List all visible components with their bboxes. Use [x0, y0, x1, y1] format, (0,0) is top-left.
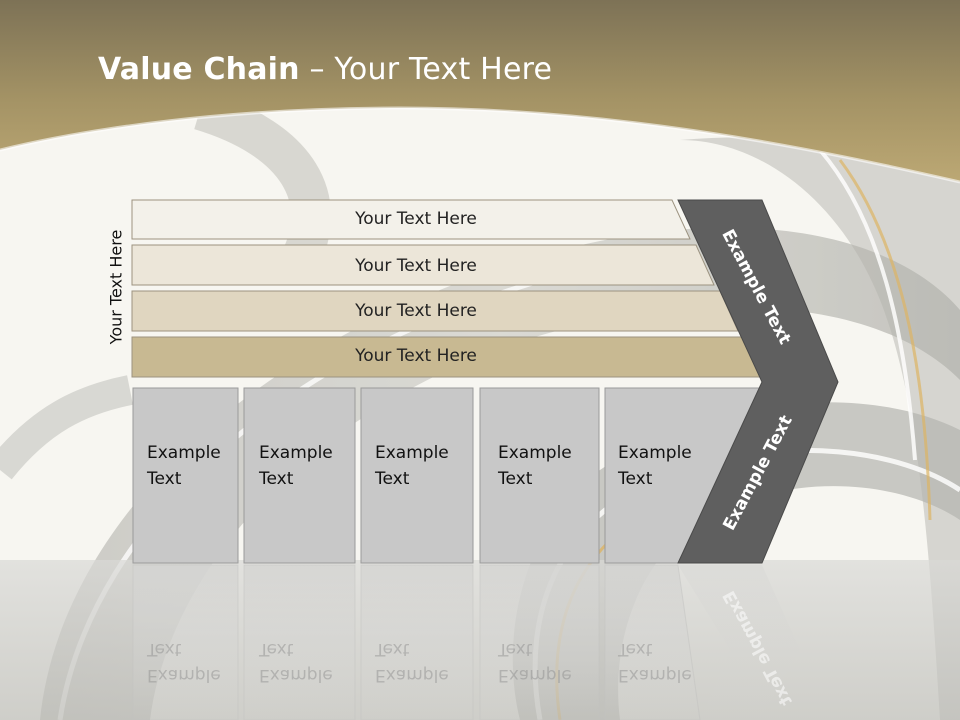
slide-title: Value Chain – Your Text Here — [98, 52, 552, 87]
box-reflection-line1: Example — [498, 665, 572, 685]
box-label-line1: Example — [618, 443, 692, 463]
box-label-line2: Text — [147, 469, 182, 489]
box-reflection-line2: Text — [147, 639, 182, 659]
box-label-line1: Example — [498, 443, 572, 463]
box-label-reflection: Example Text — [618, 636, 718, 688]
example-box-reflection — [360, 564, 474, 720]
side-label: Your Text Here — [106, 229, 126, 345]
reflection-group — [132, 564, 701, 720]
box-label-line2: Text — [498, 469, 533, 489]
box-label-line2: Text — [375, 469, 410, 489]
slide-title-rest: – Your Text Here — [299, 52, 553, 87]
box-reflection-line1: Example — [375, 665, 449, 685]
example-box-reflection — [243, 564, 356, 720]
box-reflection-line2: Text — [259, 639, 294, 659]
example-box-reflection — [479, 564, 600, 720]
example-box — [479, 387, 600, 564]
value-chain-bar — [131, 199, 691, 240]
box-label-reflection: Example Text — [498, 636, 598, 688]
example-box-reflection — [604, 564, 701, 720]
bar-label: Your Text Here — [355, 301, 477, 321]
box-reflection-line1: Example — [147, 665, 221, 685]
bar-label: Your Text Here — [355, 256, 477, 276]
example-box-reflection — [132, 564, 239, 720]
bar-label: Your Text Here — [355, 346, 477, 366]
chevron-arrow — [677, 199, 839, 720]
chevron-shape — [677, 199, 839, 564]
value-chain-bars — [131, 199, 763, 378]
value-chain-bar — [131, 244, 715, 286]
box-reflection-line1: Example — [259, 665, 333, 685]
box-label-reflection: Example Text — [259, 636, 359, 688]
box-reflection-line1: Example — [618, 665, 692, 685]
box-label-line2: Text — [259, 469, 294, 489]
slide-title-bold: Value Chain — [98, 52, 300, 87]
chevron-reflection-shape — [678, 565, 800, 720]
box-label-line1: Example — [147, 443, 221, 463]
box-reflection-line2: Text — [618, 639, 653, 659]
box-reflection-line2: Text — [498, 639, 533, 659]
box-label-reflection: Example Text — [147, 636, 247, 688]
bar-label: Your Text Here — [355, 209, 477, 229]
example-box — [360, 387, 474, 564]
example-box — [243, 387, 356, 564]
box-label-line2: Text — [618, 469, 653, 489]
header-band — [0, 0, 960, 182]
box-label-line1: Example — [259, 443, 333, 463]
header-curve-line — [0, 106, 960, 184]
example-box — [132, 387, 239, 564]
box-reflection-line2: Text — [375, 639, 410, 659]
box-label-reflection: Example Text — [375, 636, 475, 688]
example-boxes — [132, 387, 763, 564]
box-label-line1: Example — [375, 443, 449, 463]
